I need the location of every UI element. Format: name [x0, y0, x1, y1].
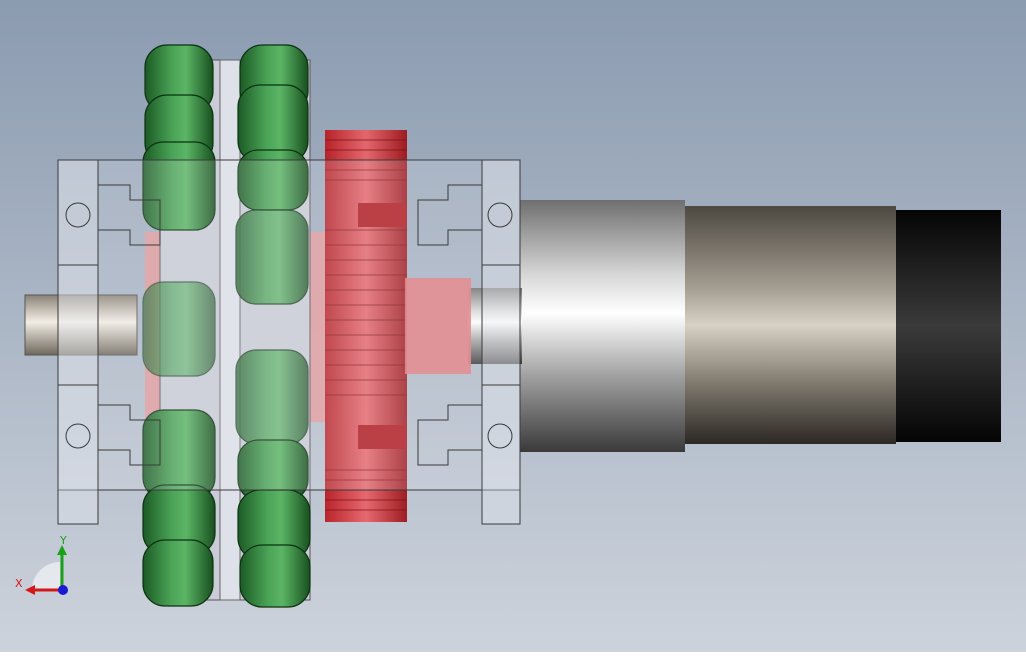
spur-gear — [325, 130, 471, 522]
motor-assembly — [468, 200, 1001, 452]
roller — [142, 281, 216, 377]
roller — [142, 539, 214, 607]
gear-slot-top — [358, 203, 406, 227]
roller — [239, 544, 311, 608]
roller — [235, 209, 309, 305]
axle-shaft — [24, 294, 138, 356]
mounting-bracket-frame — [57, 159, 521, 525]
triad-y-label: Y — [59, 534, 67, 547]
roller — [142, 141, 216, 231]
coordinate-triad: Y X — [15, 534, 68, 595]
gear-hub — [405, 278, 471, 374]
triad-x-label: X — [15, 577, 23, 590]
motor-can — [520, 200, 685, 452]
gearbox-housing — [684, 206, 896, 444]
gear-slot-bottom — [358, 425, 406, 449]
omni-rollers — [142, 44, 311, 608]
motor-end-cap — [895, 210, 1001, 442]
motor-shaft-collar — [468, 288, 522, 364]
